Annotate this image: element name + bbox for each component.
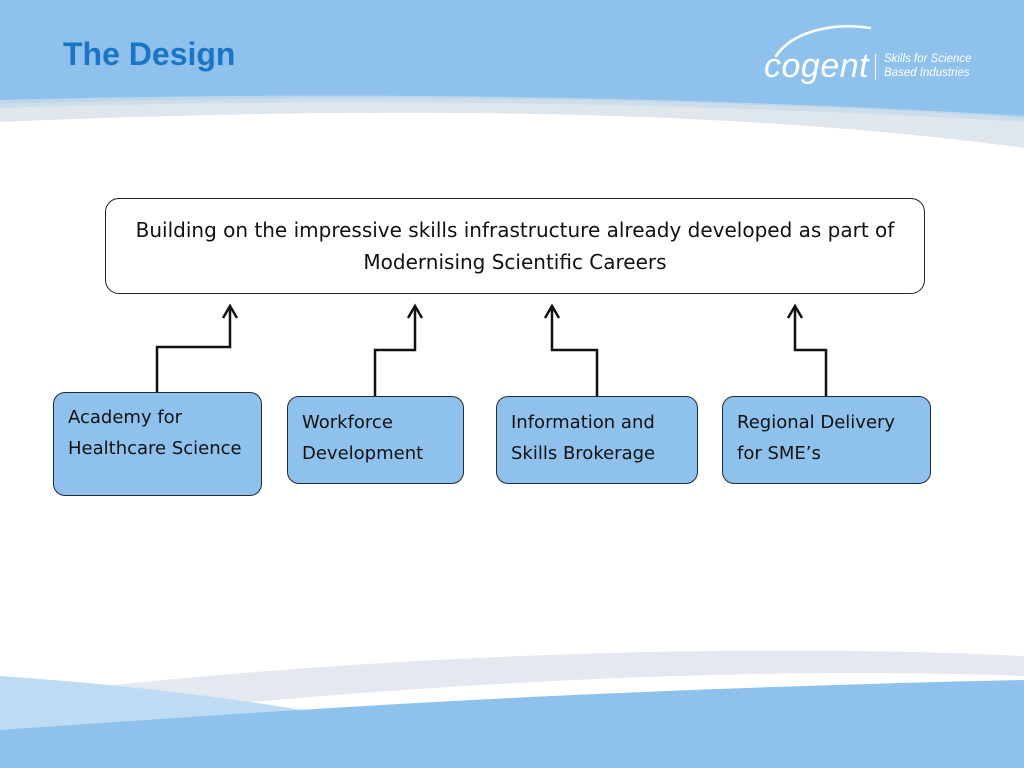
node-workforce-development: Workforce Development [287, 396, 464, 484]
logo-tagline-line2: Based Industries [884, 67, 970, 79]
node-academy-healthcare-science: Academy for Healthcare Science [53, 392, 262, 496]
connector-2 [373, 303, 424, 396]
logo-tagline-line1: Skills for Science [884, 53, 972, 65]
connector-1 [155, 303, 239, 392]
slide-title: The Design [63, 36, 236, 72]
connector-3 [543, 303, 599, 396]
top-box: Building on the impressive skills infras… [105, 198, 925, 294]
node-regional-delivery-sme: Regional Delivery for SME’s [722, 396, 931, 484]
cogent-logo: cogent Skills for Science Based Industri… [762, 22, 992, 92]
node-information-skills-brokerage: Information and Skills Brokerage [496, 396, 698, 484]
logo-divider [875, 54, 876, 80]
top-box-text: Building on the impressive skills infras… [135, 218, 895, 274]
connector-4 [786, 303, 828, 396]
logo-arc-icon [774, 25, 872, 58]
logo-tagline: Skills for Science Based Industries [884, 52, 972, 80]
logo-wordmark: cogent [764, 47, 870, 85]
